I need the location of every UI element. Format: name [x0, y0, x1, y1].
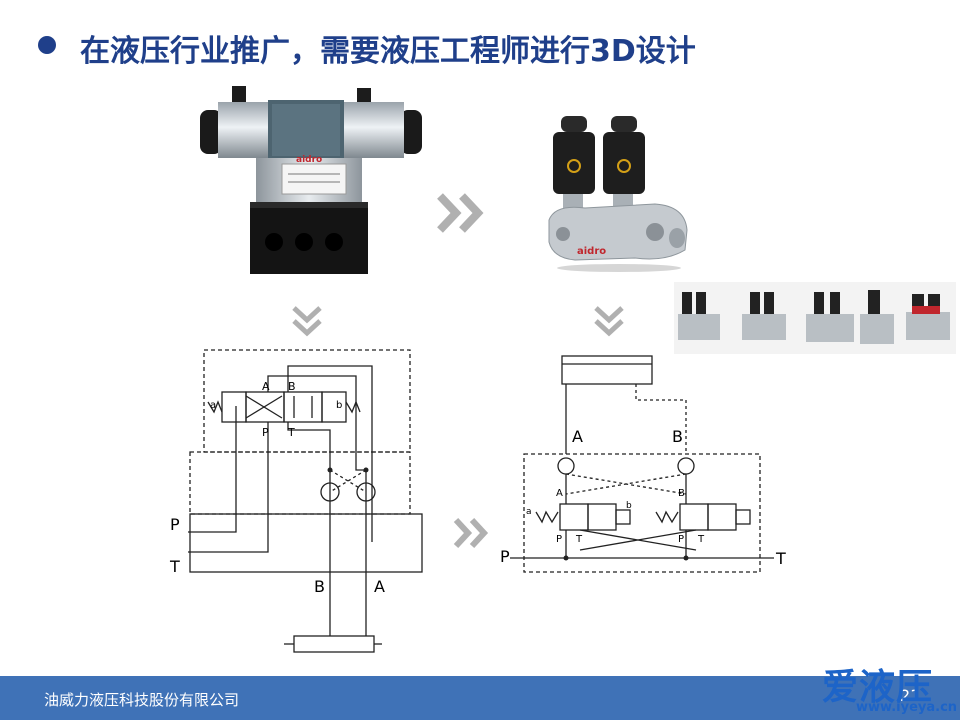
coil-a-label: a: [526, 507, 532, 517]
valve-variant-3: [806, 292, 854, 342]
double-chevron-down-icon: [594, 306, 624, 337]
3d-valve-render: aidro: [548, 116, 688, 272]
top-a-label: A: [572, 427, 583, 446]
right-t-label: T: [697, 534, 705, 545]
valve-brand-label: aidro: [296, 155, 322, 165]
coil-b-label: b: [336, 400, 342, 411]
iyeya-logo: 爱液压 www.iyeya.cn: [818, 656, 958, 720]
slide-title: 在液压行业推广，需要液压工程师进行3D设计: [80, 34, 696, 69]
title-bullet-icon: [38, 36, 56, 54]
bottom-b-label: B: [314, 577, 325, 596]
pressure-port-label: P: [170, 515, 180, 534]
bottom-a-label: A: [374, 577, 385, 596]
logo-url: www.iyeya.cn: [856, 700, 958, 715]
top-b-label: B: [672, 427, 683, 446]
valve-brand-label-3d: aidro: [577, 246, 606, 257]
hydraulic-schematic-conventional: A B P T a b P T B A: [169, 349, 423, 653]
valve-variant-4: [860, 290, 894, 344]
double-chevron-right-icon: [437, 193, 484, 233]
port-p-label: P: [262, 426, 269, 439]
right-b-label: B: [678, 488, 685, 499]
footer-bar: 油威力液压科技股份有限公司 21: [0, 676, 960, 720]
left-a-label: A: [556, 488, 563, 499]
double-chevron-right-icon: [453, 517, 489, 549]
valve-variant-1: [678, 292, 720, 340]
valve-variant-5: [906, 294, 950, 340]
double-chevron-down-icon: [292, 306, 322, 337]
right-p-label: P: [678, 534, 684, 545]
port-b-label: B: [288, 380, 296, 393]
port-t-label: T: [287, 426, 295, 439]
valve-variant-2: [742, 292, 786, 340]
logo-wordmark: 爱液压: [822, 667, 934, 708]
valve-variants-strip: [674, 282, 956, 354]
page-number: 21: [900, 686, 921, 705]
tank-port-label: T: [169, 557, 180, 576]
main-p-label: P: [500, 547, 510, 566]
conventional-valve-photo: aidro: [200, 86, 422, 274]
company-name: 油威力液压科技股份有限公司: [44, 691, 240, 709]
hydraulic-schematic-cartridge: A B A P T B P T a b P T: [500, 355, 786, 573]
left-p-label: P: [556, 534, 562, 545]
coil-b-label: b: [626, 501, 632, 511]
port-a-label: A: [262, 380, 270, 393]
left-t-label: T: [575, 534, 583, 545]
main-t-label: T: [775, 549, 786, 568]
coil-a-label: a: [210, 400, 216, 411]
